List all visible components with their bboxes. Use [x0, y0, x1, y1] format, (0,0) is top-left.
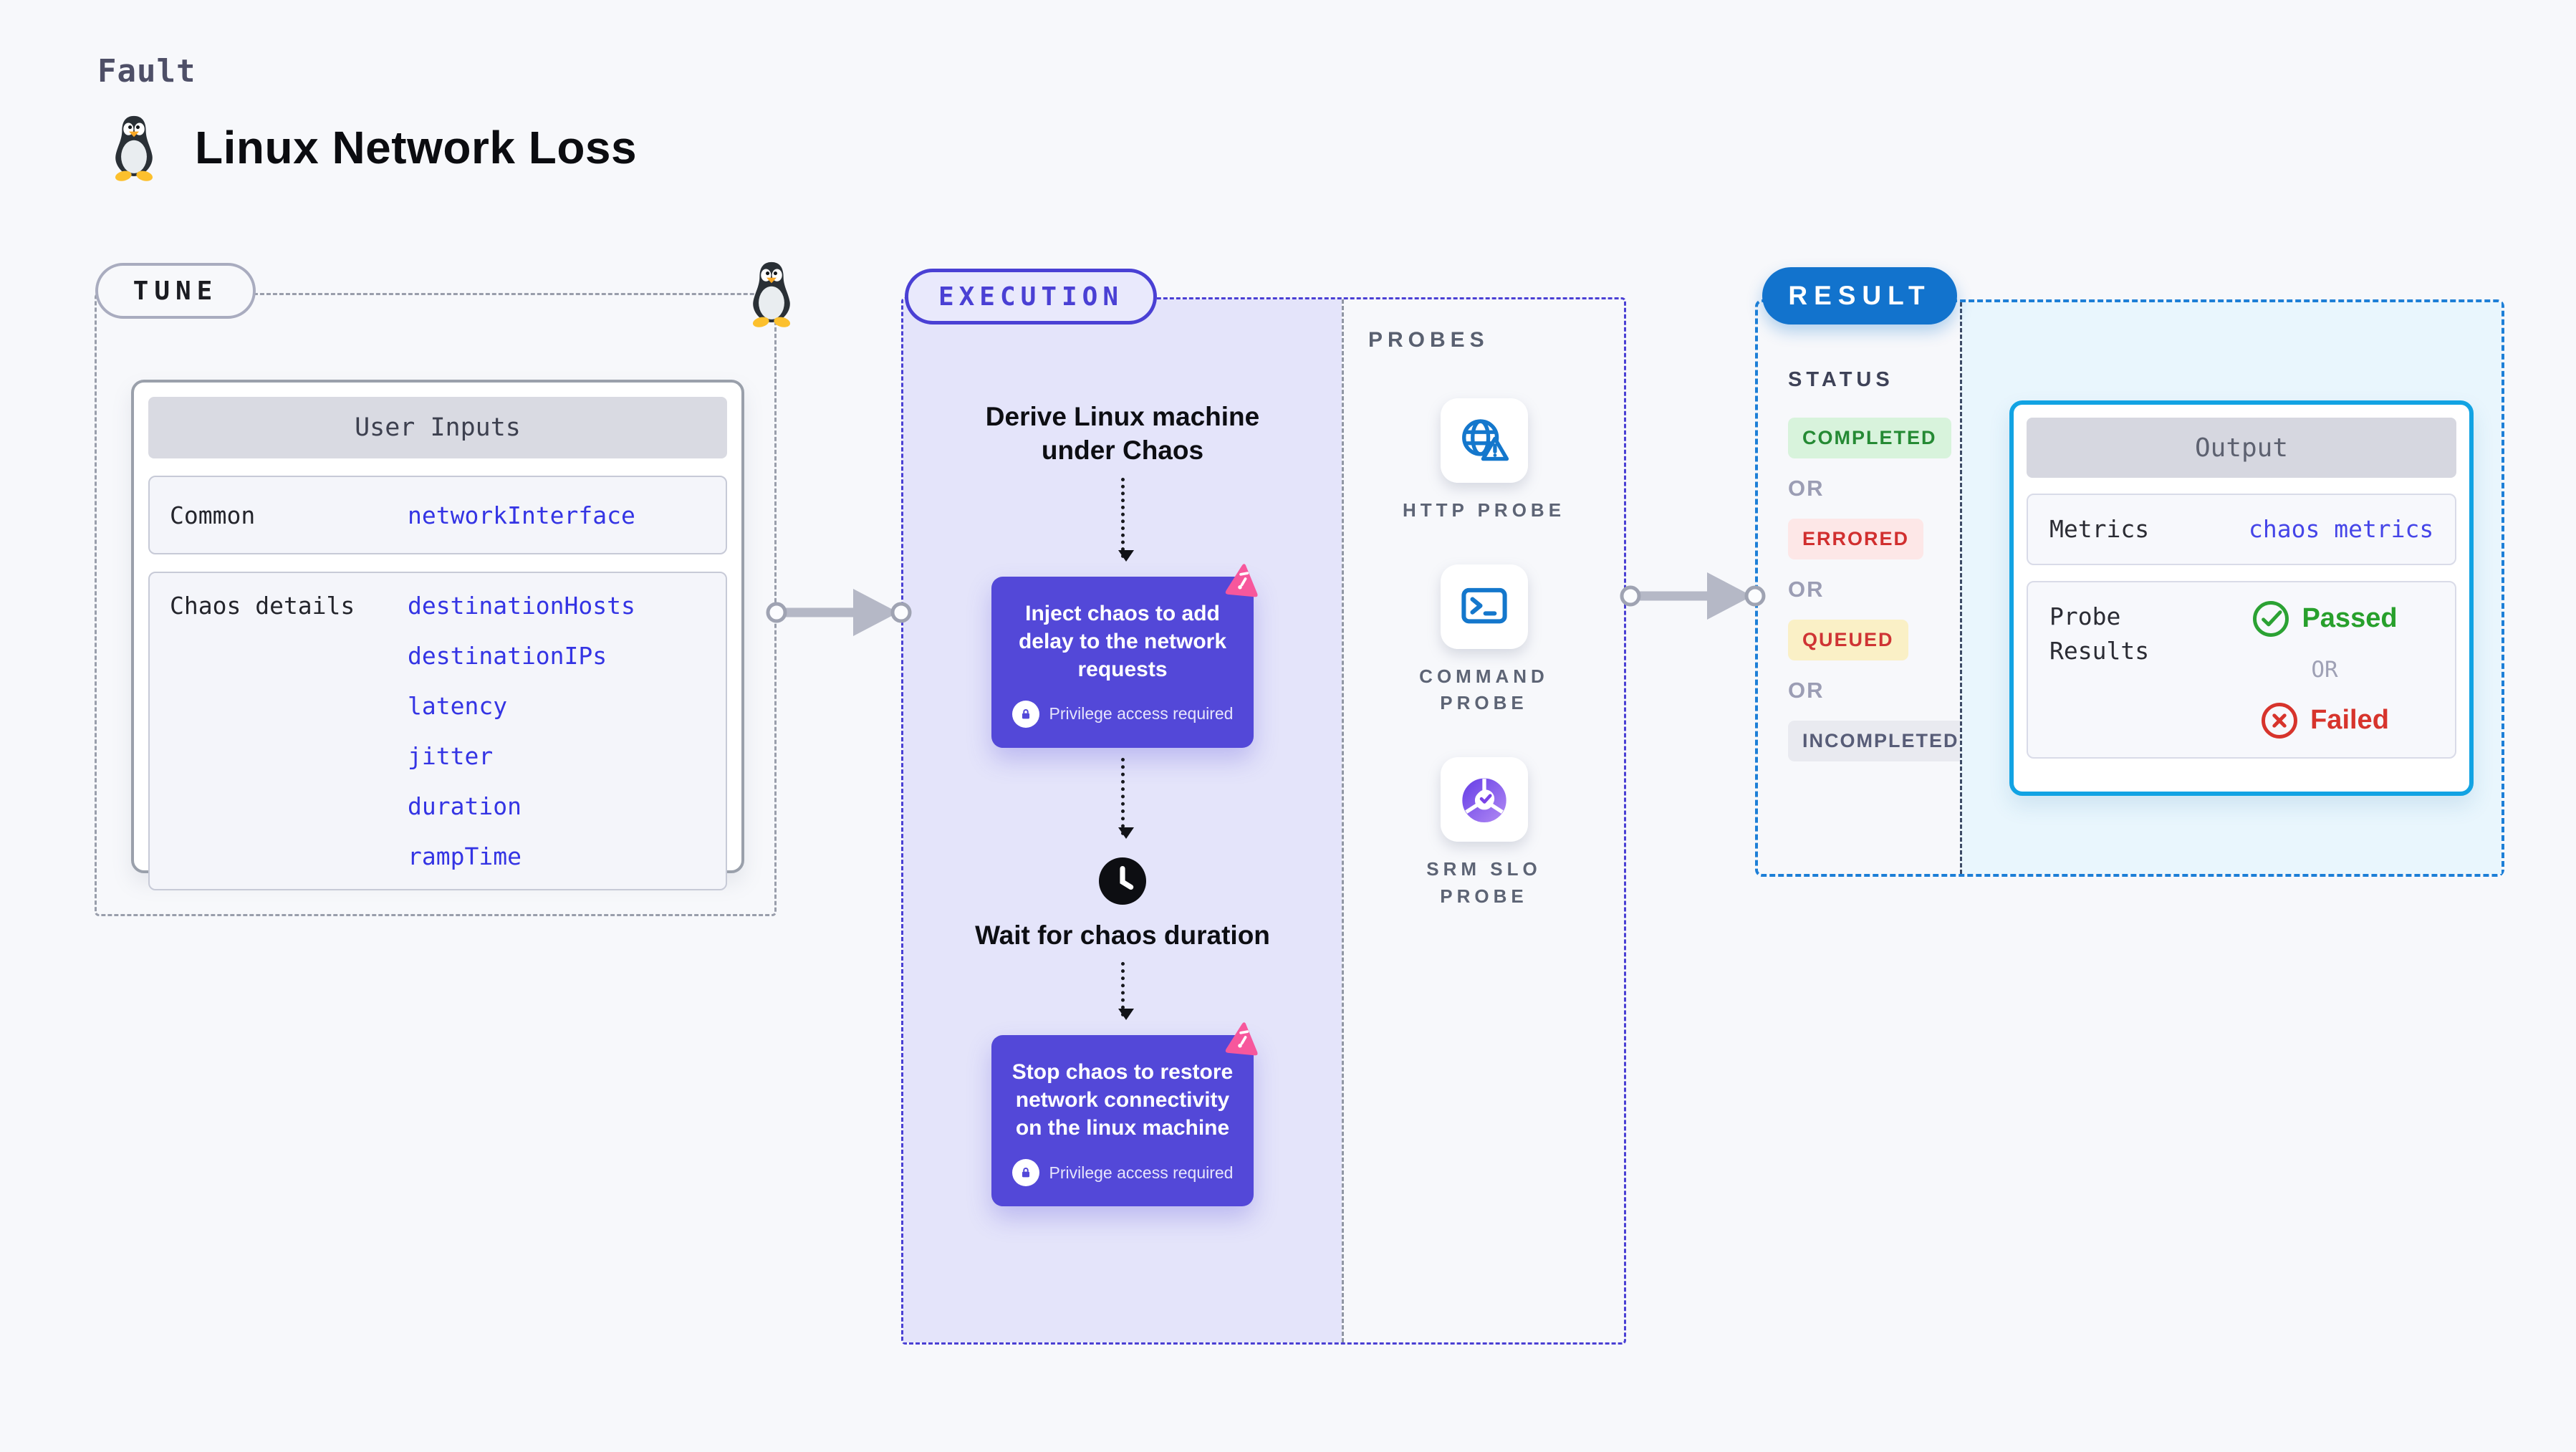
input-row-common: Common networkInterface [148, 476, 727, 554]
connector-arrow-tune-to-execution [766, 589, 912, 636]
lock-icon [1011, 700, 1039, 728]
status-badge-completed: COMPLETED [1788, 418, 1951, 458]
input-value: latency [408, 692, 508, 720]
derive-step-label: Derive Linux machine under Chaos [985, 402, 1260, 466]
probe-card [1440, 757, 1528, 842]
input-value: jitter [408, 742, 494, 770]
failed-verdict: Failed [2260, 701, 2389, 740]
metrics-label: Metrics [2049, 515, 2150, 543]
input-value: destinationHosts [408, 592, 635, 620]
status-badge-errored: ERRORED [1788, 519, 1924, 559]
metrics-row: Metrics chaos metrics [2027, 494, 2456, 565]
or-label: OR [1788, 476, 1825, 501]
stop-step-label: Stop chaos to restore network connectivi… [1011, 1060, 1234, 1140]
output-card: Output Metrics chaos metrics Probe Resul… [2009, 400, 2474, 796]
inject-chaos-step: Inject chaos to add delay to the network… [991, 564, 1258, 748]
tune-section-pill: TUNE [95, 263, 256, 319]
globe-alert-icon [1461, 419, 1509, 461]
slo-donut-icon [1461, 778, 1506, 823]
probe-label: COMMAND PROBE [1419, 665, 1549, 714]
probe-card [1440, 564, 1528, 649]
probe-label: HTTP PROBE [1402, 499, 1566, 521]
input-value: duration [408, 792, 522, 820]
result-section-pill: RESULT [1762, 267, 1957, 324]
wait-step-label: Wait for chaos duration [975, 920, 1270, 950]
input-value: networkInterface [408, 501, 635, 529]
flow-arrow-down-icon [1118, 757, 1134, 839]
page-header: Linux Network Loss [106, 113, 637, 182]
or-label: OR [1788, 577, 1825, 602]
user-inputs-header: User Inputs [148, 397, 727, 458]
probe-card [1440, 398, 1528, 483]
execution-section-pill: EXECUTION [905, 269, 1157, 324]
inject-step-label: Inject chaos to add delay to the network… [1018, 601, 1227, 681]
x-circle-icon [2262, 702, 2298, 739]
chaos-logo-icon [1225, 564, 1258, 597]
probe-item-srm-slo: SRM SLO PROBE [1398, 757, 1570, 910]
input-row-chaos-details: Chaos details destinationHosts destinati… [148, 572, 727, 890]
lock-icon [1011, 1159, 1039, 1187]
stop-chaos-step: Stop chaos to restore network connectivi… [991, 1022, 1258, 1207]
input-value: destinationIPs [408, 642, 607, 670]
input-value: rampTime [408, 842, 522, 870]
flow-arrow-down-icon [1118, 477, 1134, 562]
flow-arrow-down-icon [1118, 962, 1134, 1021]
privilege-note: Privilege access required [1049, 704, 1234, 723]
result-section: STATUS COMPLETED OR ERRORED OR QUEUED OR… [1755, 299, 2504, 877]
status-badge-queued: QUEUED [1788, 620, 1908, 660]
metrics-value: chaos metrics [2249, 515, 2434, 544]
fault-category-label: Fault [97, 53, 196, 90]
page-title: Linux Network Loss [195, 122, 638, 173]
user-inputs-card: User Inputs Common networkInterface Chao… [131, 380, 744, 890]
probe-item-http: HTTP PROBE [1398, 398, 1570, 524]
status-label: STATUS [1788, 368, 1894, 391]
terminal-icon [1461, 587, 1507, 624]
probes-panel: PROBES HTTP PROBE [1342, 299, 1624, 1342]
tux-penguin-icon [115, 115, 153, 181]
passed-verdict: Passed [2251, 600, 2398, 638]
check-circle-icon [2253, 600, 2289, 637]
probes-label: PROBES [1368, 328, 1489, 352]
or-label: OR [2311, 656, 2338, 683]
failed-label: Failed [2310, 705, 2389, 736]
execution-section: Derive Linux machine under Chaos Inject … [901, 297, 1626, 1345]
probe-results-row: Probe Results Passed OR [2027, 580, 2456, 759]
status-column: STATUS COMPLETED OR ERRORED OR QUEUED OR… [1758, 302, 1974, 874]
probe-results-label: Probe Results [2049, 602, 2150, 665]
input-row-label: Common [170, 501, 256, 529]
probe-label: SRM SLO PROBE [1426, 858, 1542, 907]
privilege-note: Privilege access required [1049, 1163, 1234, 1182]
output-header: Output [2027, 418, 2456, 478]
probe-item-command: COMMAND PROBE [1398, 564, 1570, 717]
execution-flow: Derive Linux machine under Chaos Inject … [903, 299, 1342, 1342]
tux-penguin-icon-small [752, 261, 791, 327]
clock-icon [1099, 857, 1146, 905]
status-badge-incompleted: INCOMPLETED [1788, 721, 1974, 761]
chaos-logo-icon [1225, 1022, 1258, 1056]
or-label: OR [1788, 678, 1825, 703]
tune-section: User Inputs Common networkInterface Chao… [95, 293, 777, 916]
input-row-label: Chaos details [170, 592, 355, 620]
output-panel: Output Metrics chaos metrics Probe Resul… [1960, 302, 2501, 874]
passed-label: Passed [2302, 603, 2398, 634]
connector-arrow-execution-to-result [1620, 572, 1766, 620]
